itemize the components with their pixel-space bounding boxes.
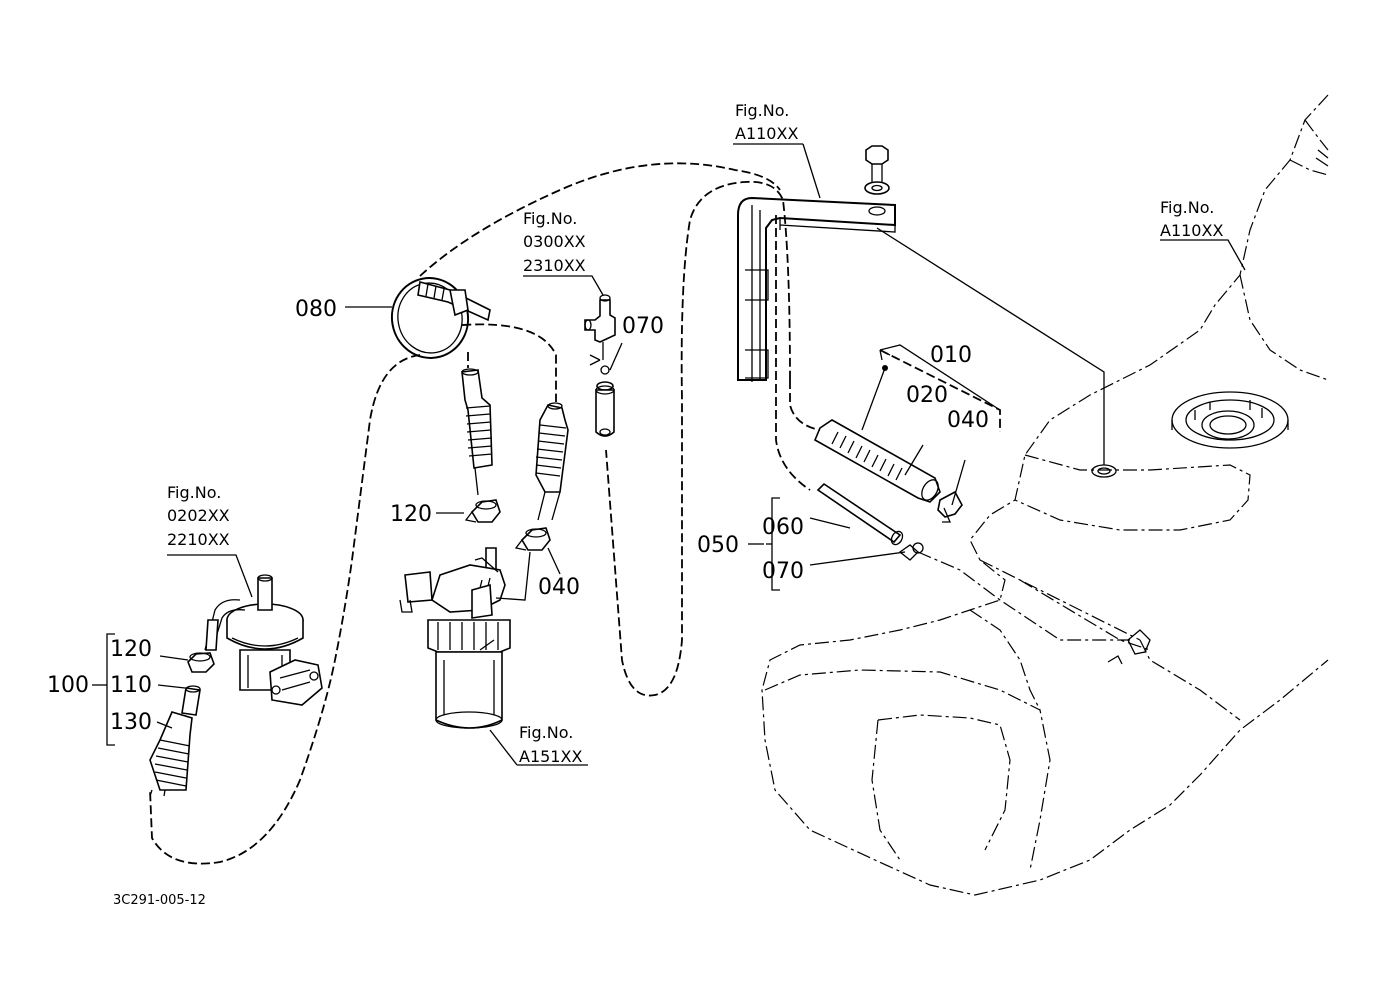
svg-text:Fig.No.: Fig.No. bbox=[735, 101, 789, 120]
svg-text:0202XX: 0202XX bbox=[167, 506, 230, 525]
fig-ref-tank: Fig.No. A110XX bbox=[1160, 198, 1246, 271]
callout-040-tank: 040 bbox=[947, 408, 989, 433]
svg-text:A110XX: A110XX bbox=[1160, 221, 1223, 240]
drawing-number: 3C291-005-12 bbox=[113, 893, 206, 908]
svg-text:Fig.No.: Fig.No. bbox=[1160, 198, 1214, 217]
callout-070-tank: 070 bbox=[762, 559, 804, 584]
fig-ref-bracket: Fig.No. A110XX bbox=[735, 101, 798, 143]
callout-120-pump: 120 bbox=[110, 637, 152, 662]
fuel-line-upper bbox=[419, 162, 781, 277]
fuel-line-left bbox=[149, 354, 421, 865]
callout-060: 060 bbox=[762, 515, 804, 540]
cable-tie bbox=[345, 277, 491, 359]
svg-text:Fig.No.: Fig.No. bbox=[519, 723, 573, 742]
svg-text:A151XX: A151XX bbox=[519, 747, 582, 766]
callout-110: 110 bbox=[110, 673, 152, 698]
tank-bracket bbox=[733, 143, 1105, 465]
svg-text:2210XX: 2210XX bbox=[167, 530, 230, 549]
svg-text:0300XX: 0300XX bbox=[523, 232, 586, 251]
svg-text:Fig.No.: Fig.No. bbox=[523, 209, 577, 228]
callout-130: 130 bbox=[110, 710, 152, 735]
fuel-sender-assembly bbox=[605, 180, 1001, 697]
fig-ref-pump: Fig.No. 0202XX 2210XX bbox=[167, 483, 230, 549]
svg-text:A110XX: A110XX bbox=[735, 124, 798, 143]
svg-text:2310XX: 2310XX bbox=[523, 256, 586, 275]
callout-080: 080 bbox=[295, 297, 337, 322]
fig-ref-tee: Fig.No. 0300XX 2310XX bbox=[523, 209, 586, 275]
fig-ref-filter: Fig.No. A151XX bbox=[519, 723, 582, 766]
fuel-pump bbox=[167, 554, 323, 706]
tee-fitting bbox=[523, 275, 623, 437]
pump-hose-set bbox=[100, 633, 215, 797]
callout-100: 100 bbox=[47, 673, 89, 698]
callout-010: 010 bbox=[930, 343, 972, 368]
callout-040-filter: 040 bbox=[538, 575, 580, 600]
fuel-filter bbox=[399, 551, 588, 766]
callout-120-filter: 120 bbox=[390, 502, 432, 527]
callout-070-tee: 070 bbox=[622, 314, 664, 339]
fuel-tank bbox=[761, 94, 1329, 896]
return-tube-set bbox=[748, 215, 1130, 641]
filter-hoses bbox=[436, 323, 569, 576]
callout-020: 020 bbox=[906, 383, 948, 408]
callout-050: 050 bbox=[697, 533, 739, 558]
svg-text:Fig.No.: Fig.No. bbox=[167, 483, 221, 502]
